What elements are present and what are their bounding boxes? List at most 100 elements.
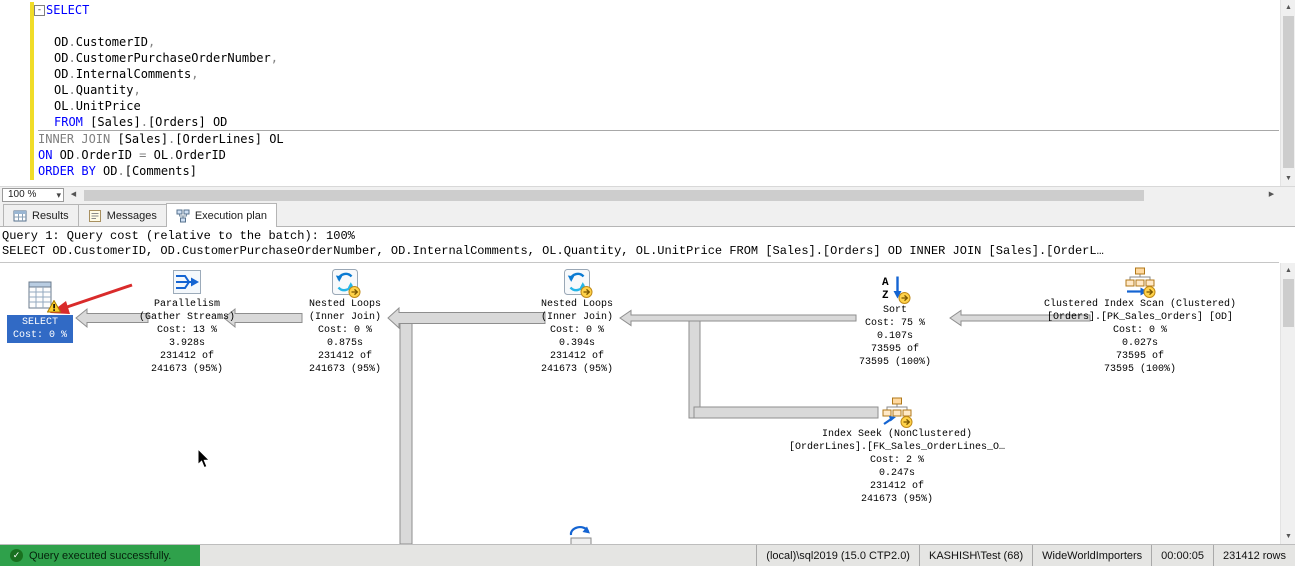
collapse-toggle[interactable]: - [34,5,45,16]
code-token: CustomerID [75,35,148,49]
node-text-line: Cost: 2 % [869,455,924,466]
code-token: . [68,35,76,49]
code-token: FROM [54,115,83,129]
code-token: CustomerPurchaseOrderNumber [75,51,271,65]
code-token: . [168,148,176,162]
node-text-line: 73595 of [1115,351,1164,362]
scroll-right-icon[interactable] [1264,188,1279,202]
code-token: Quantity [75,83,134,97]
plan-node-index-seek[interactable]: Index Seek (NonClustered) [OrderLines].[F… [772,396,1022,506]
node-text-line: 241673 (95%) [308,364,381,375]
code-token: OD [95,164,118,178]
code-line[interactable]: ON OD.OrderID = OL.OrderID [38,147,1279,163]
code-line[interactable]: INNER JOIN [Sales].[OrderLines] OL [38,131,1279,147]
node-text-line: 0.107s [876,331,913,342]
select-result-icon[interactable] [24,279,61,313]
code-line[interactable]: OL.Quantity, [38,82,1279,98]
sql-editor[interactable]: - SELECT OD.CustomerID,OD.CustomerPurcha… [0,0,1295,186]
editor-vertical-scrollbar[interactable] [1280,0,1295,186]
code-token: OL [146,148,169,162]
node-text-line: [Orders].[PK_Sales_Orders] [OD] [1046,312,1234,323]
scroll-up-icon[interactable] [1281,0,1295,15]
node-text-line: 0.027s [1121,338,1158,349]
tab-execution-plan[interactable]: Execution plan [165,203,277,227]
plan-query-cost-line: Query 1: Query cost (relative to the bat… [2,229,355,243]
editor-hscroll-thumb[interactable] [84,190,1144,201]
code-token: OD [54,35,69,49]
status-server: (local)\sql2019 (15.0 CTP2.0) [756,545,919,566]
code-token: OL [54,99,69,113]
node-text-line: 73595 of [870,344,919,355]
code-token: [Comments] [124,164,197,178]
node-text-line: 0.875s [326,338,363,349]
node-text-line: [OrderLines].[FK_Sales_OrderLines_O… [788,442,1006,453]
plan-statement-line: SELECT OD.CustomerID, OD.CustomerPurchas… [2,244,1104,258]
code-token: . [68,67,76,81]
plan-node-clustered-index-scan[interactable]: Clustered Index Scan (Clustered)[Orders]… [1024,266,1256,376]
node-text-line: Cost: 0 % [317,325,372,336]
code-token: OD [54,51,69,65]
code-token: . [68,51,76,65]
node-text-line: 73595 (100%) [1103,364,1176,375]
node-text-line: Index Seek (NonClustered) [821,429,973,440]
code-line[interactable]: FROM [Sales].[Orders] OD [38,114,1279,131]
code-line[interactable]: ORDER BY OD.[Comments] [38,163,1279,179]
code-token: OrderID [81,148,140,162]
code-token: OrderID [175,148,226,162]
code-line[interactable]: SELECT [38,2,1279,18]
scroll-up-icon[interactable] [1281,263,1295,278]
results-grid-icon [13,209,27,223]
execution-plan-panel: Query 1: Query cost (relative to the bat… [0,227,1295,544]
tab-label: Messages [106,209,157,222]
scroll-down-icon[interactable] [1281,171,1295,186]
plan-node-partial-operator[interactable] [551,524,611,544]
node-text-line: (Inner Join) [308,312,381,323]
code-line[interactable] [38,18,1279,34]
editor-horizontal-scroll-row: 100 % [0,186,1295,203]
mouse-cursor [197,448,211,469]
code-line[interactable]: OD.InternalComments, [38,66,1279,82]
svg-text:Z: Z [882,290,889,302]
code-line[interactable]: OD.CustomerPurchaseOrderNumber, [38,50,1279,66]
code-line[interactable]: OL.UnitPrice [38,98,1279,114]
node-text-line: 231412 of [159,351,214,362]
code-token: ORDER BY [38,164,96,178]
node-text-line: Sort [882,305,907,316]
code-token: . [140,115,148,129]
code-token: = [139,148,147,162]
plan-vertical-scrollbar[interactable] [1280,263,1295,544]
parallelism-icon[interactable] [171,266,203,298]
tab-results[interactable]: Results [3,204,79,226]
status-duration: 00:00:05 [1151,545,1213,566]
editor-scroll-thumb[interactable] [1283,16,1294,168]
scroll-left-icon[interactable] [66,188,81,202]
code-token: . [168,132,176,146]
changed-lines-indicator [30,2,34,180]
nested-loops-icon[interactable] [561,266,593,298]
spool-icon[interactable] [565,524,597,544]
clustered-index-scan-icon[interactable] [1124,266,1156,298]
code-area[interactable]: SELECT OD.CustomerID,OD.CustomerPurchase… [38,2,1279,179]
scroll-down-icon[interactable] [1281,529,1295,544]
nested-loops-icon[interactable] [329,266,361,298]
index-seek-icon[interactable] [881,396,913,428]
status-bar: Query executed successfully. (local)\sql… [0,544,1295,566]
code-token: UnitPrice [75,99,141,113]
svg-text:A: A [882,277,889,289]
zoom-select[interactable]: 100 % [2,188,64,202]
tab-messages[interactable]: Messages [77,204,167,226]
node-text-line: 241673 (95%) [540,364,613,375]
plan-node-parallelism[interactable]: Parallelism(Gather Streams)Cost: 13 %3.9… [112,266,262,376]
node-text-line: 241673 (95%) [860,494,933,505]
code-token: . [74,148,82,162]
plan-scroll-thumb[interactable] [1283,279,1294,327]
code-line[interactable]: OD.CustomerID, [38,34,1279,50]
